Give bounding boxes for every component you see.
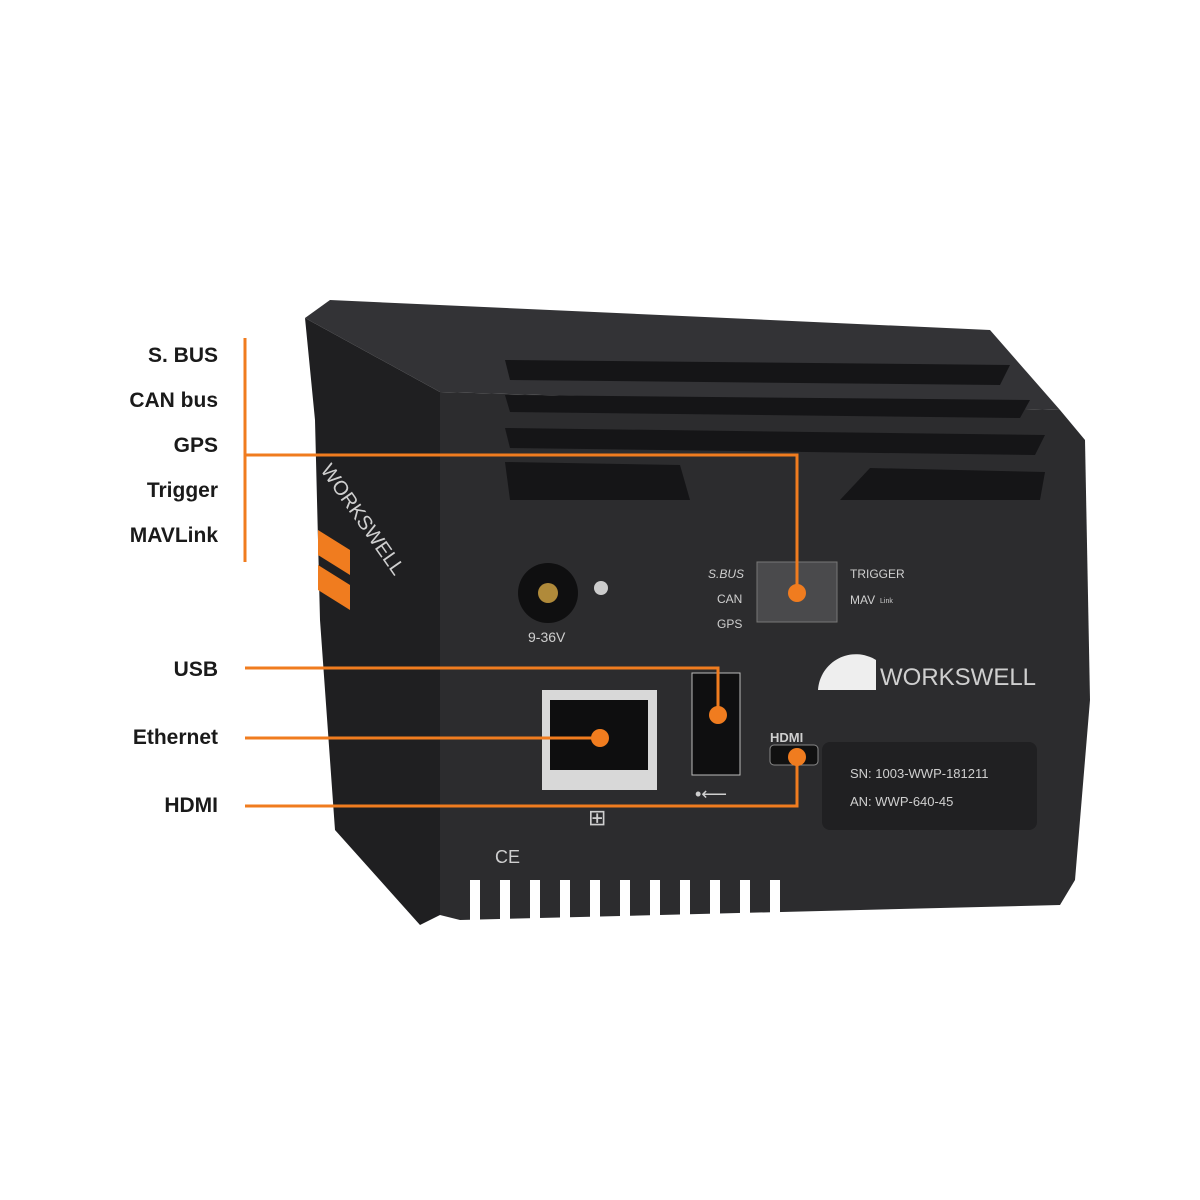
label-mavlink: MAVLink — [129, 524, 218, 547]
bottom-fins — [470, 880, 780, 925]
label-can-bus: CAN bus — [129, 389, 218, 412]
serial-plate — [822, 742, 1037, 830]
side-stripe — [318, 530, 350, 575]
label-hdmi: HDMI — [164, 794, 218, 817]
top-vents — [505, 360, 1045, 500]
side-stripe — [318, 565, 350, 610]
label-trigger: Trigger — [146, 479, 218, 502]
ce-mark: CE — [495, 847, 520, 867]
label-ethernet: Ethernet — [132, 726, 218, 749]
device-side — [305, 318, 440, 925]
label-sbus: S. BUS — [147, 344, 218, 367]
article-number: AN: WWP-640-45 — [850, 794, 953, 809]
port-label-link: Link — [880, 598, 893, 605]
callout-dots — [591, 584, 806, 766]
callout-lines — [243, 338, 799, 808]
serial-number: SN: 1003-WWP-181211 — [850, 766, 989, 781]
workswell-logo-icon — [818, 654, 876, 690]
label-usb: USB — [173, 658, 218, 681]
port-label-mav: MAV — [850, 593, 875, 607]
network-icon: ⊞ — [588, 805, 606, 830]
polarity-icon — [594, 581, 608, 595]
port-label-sbus: S.BUS — [708, 567, 744, 581]
power-pin — [538, 583, 558, 603]
usb-icon: •⟵ — [695, 784, 727, 804]
port-label-gps: GPS — [717, 617, 742, 631]
port-label-can: CAN — [717, 592, 742, 606]
port-label-trigger: TRIGGER — [850, 567, 905, 581]
power-label: 9-36V — [528, 629, 566, 645]
hdmi-label: HDMI — [770, 730, 803, 745]
usb-port — [691, 672, 741, 776]
label-gps: GPS — [173, 434, 218, 457]
brand-logo: WORKSWELL — [880, 664, 1036, 691]
